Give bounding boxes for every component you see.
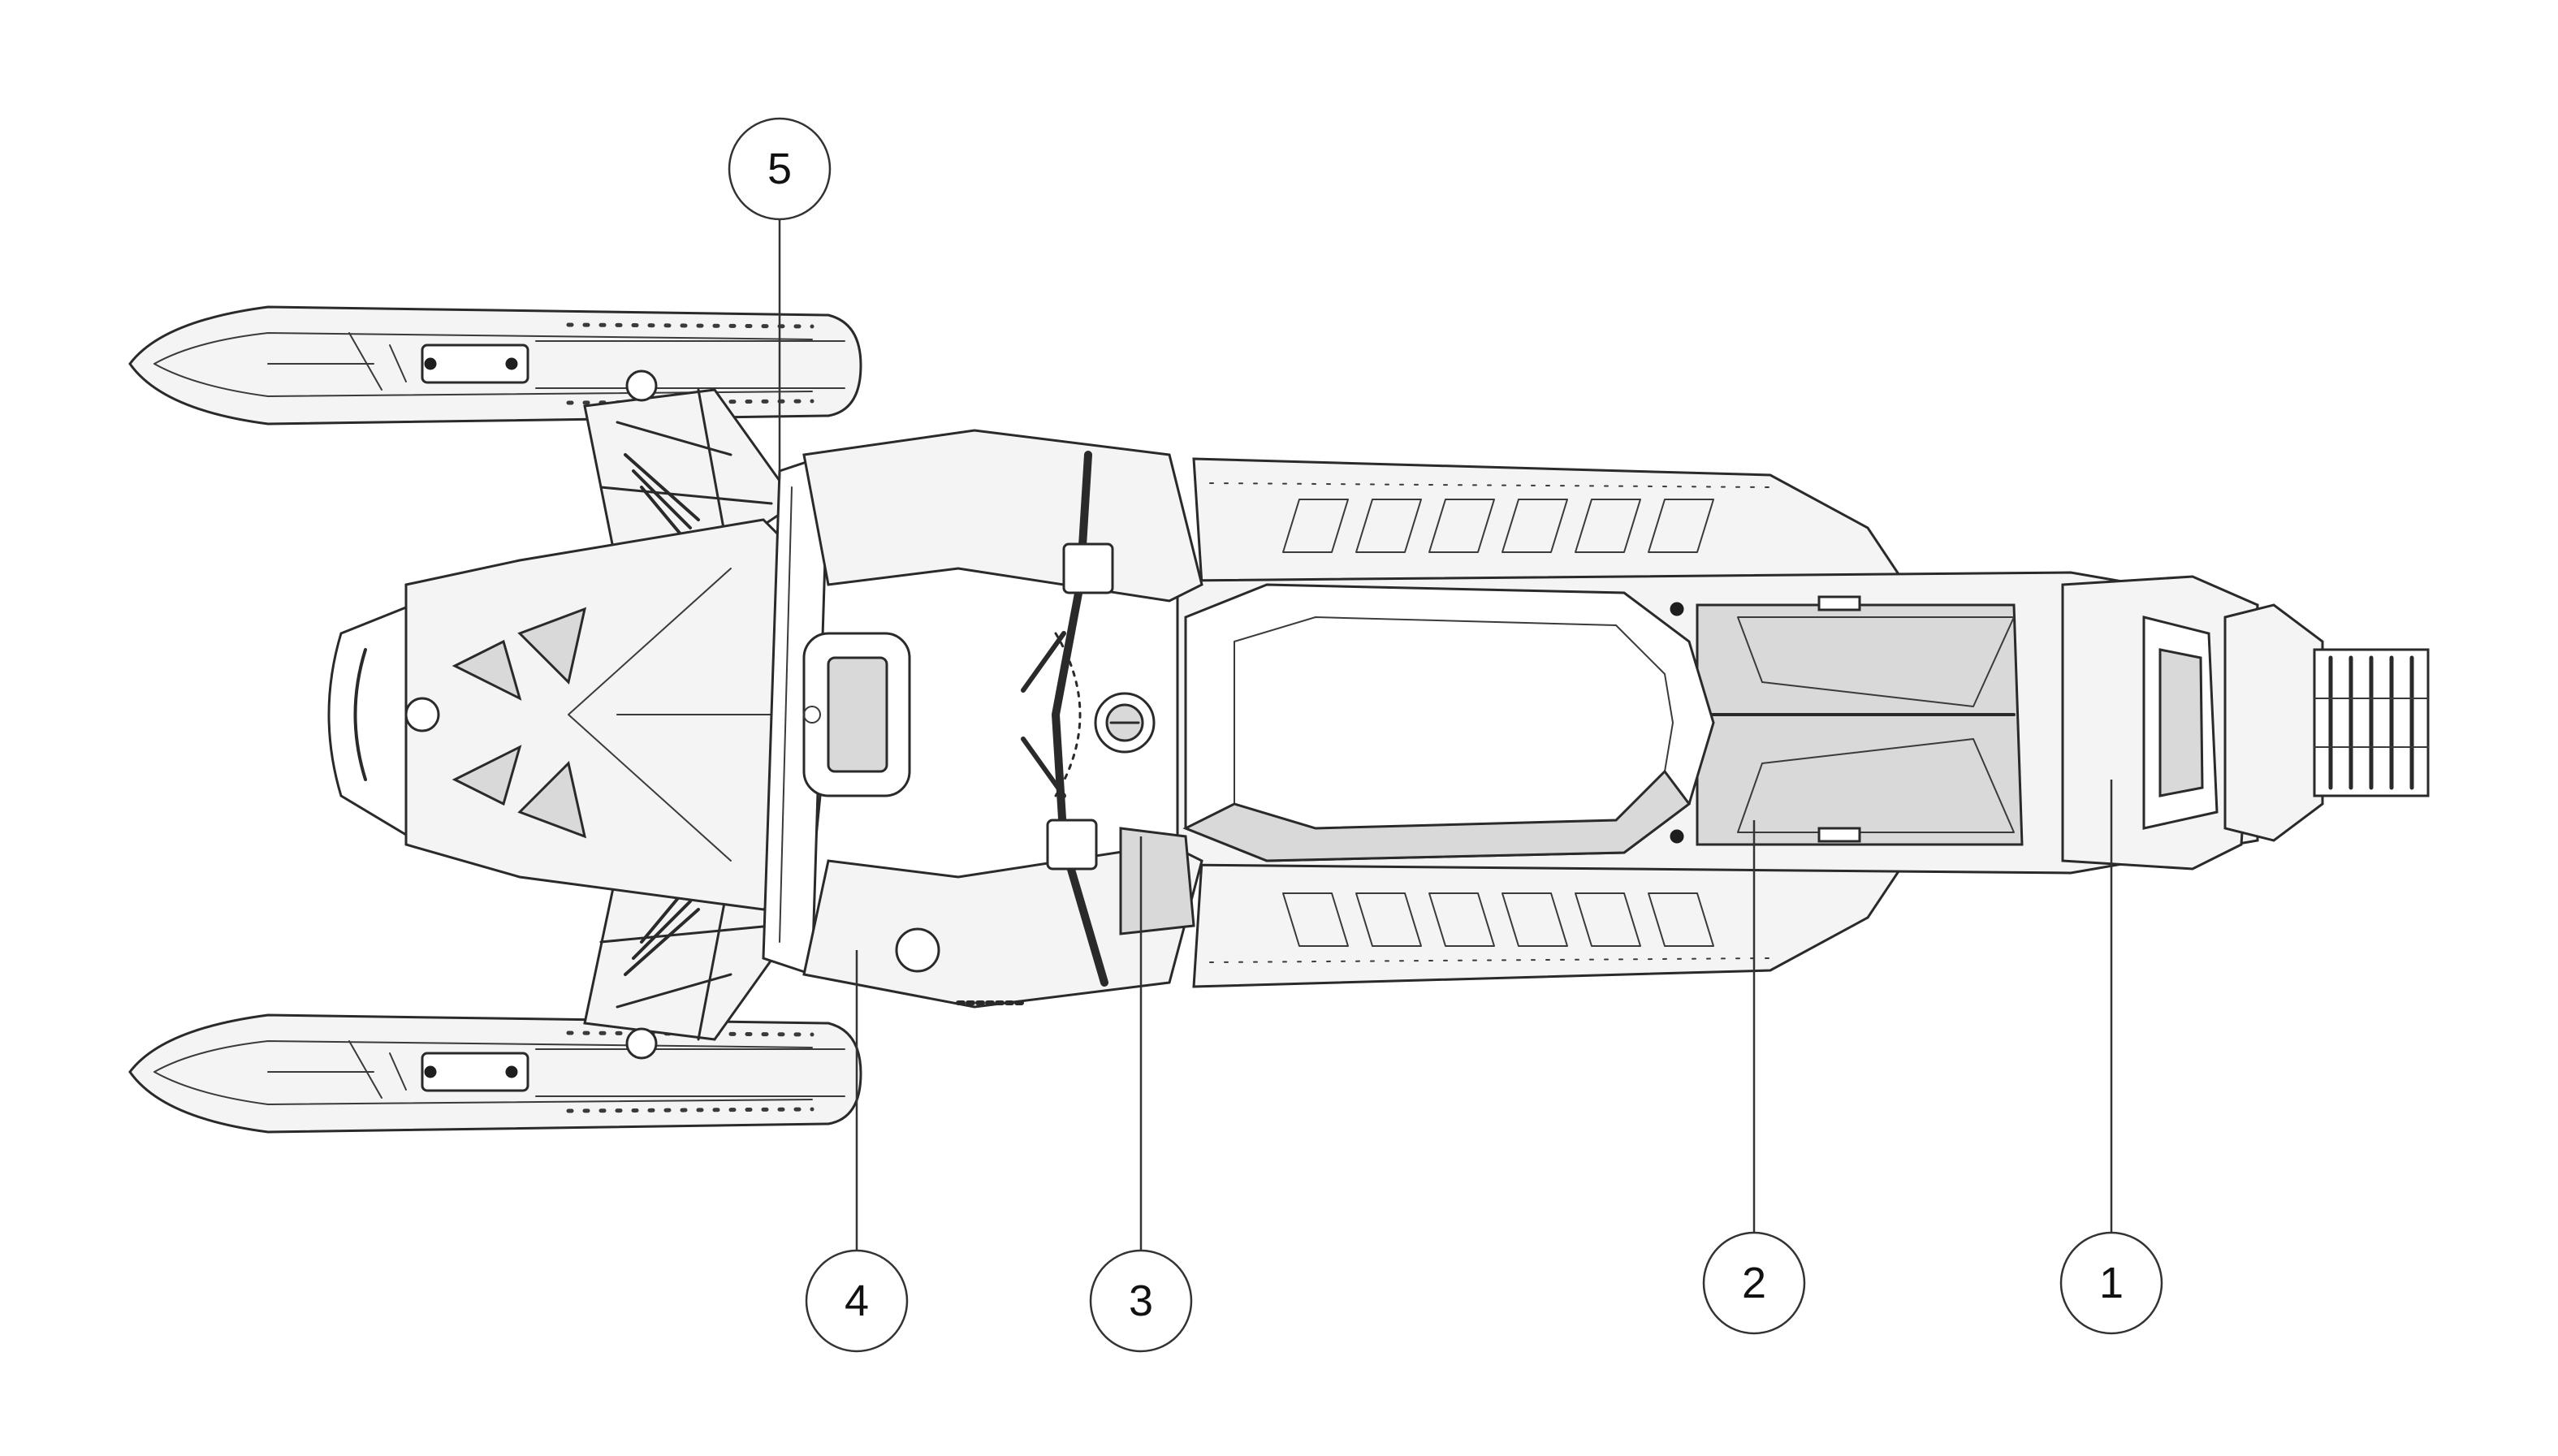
handlebar [1021,451,1114,987]
seat [1182,583,1715,862]
rear-track [2313,648,2430,797]
callout-5-label: 5 [767,145,792,193]
callout-2-label: 2 [1742,1259,1766,1307]
callout-3: 3 [1089,836,1193,1353]
callout-1: 1 [2059,780,2163,1335]
lower-front-suspension [583,867,798,1060]
lower-running-board [1192,859,1903,988]
hood [404,518,830,911]
oil-cap [895,927,1026,1005]
upper-ski [128,305,862,426]
upper-running-board [1192,457,1903,586]
callout-2: 2 [1702,820,1806,1335]
callout-4-label: 4 [845,1277,869,1325]
console-gauge [802,632,911,797]
callout-4: 4 [805,950,909,1353]
callout-3-label: 3 [1129,1277,1153,1325]
callout-group: 5 4 3 2 1 [728,117,2163,1353]
callout-5: 5 [728,117,832,479]
rear-bumper [2061,575,2324,871]
lower-ski [128,1013,862,1134]
fuel-cap [1094,692,1156,754]
callout-1-label: 1 [2099,1259,2124,1307]
